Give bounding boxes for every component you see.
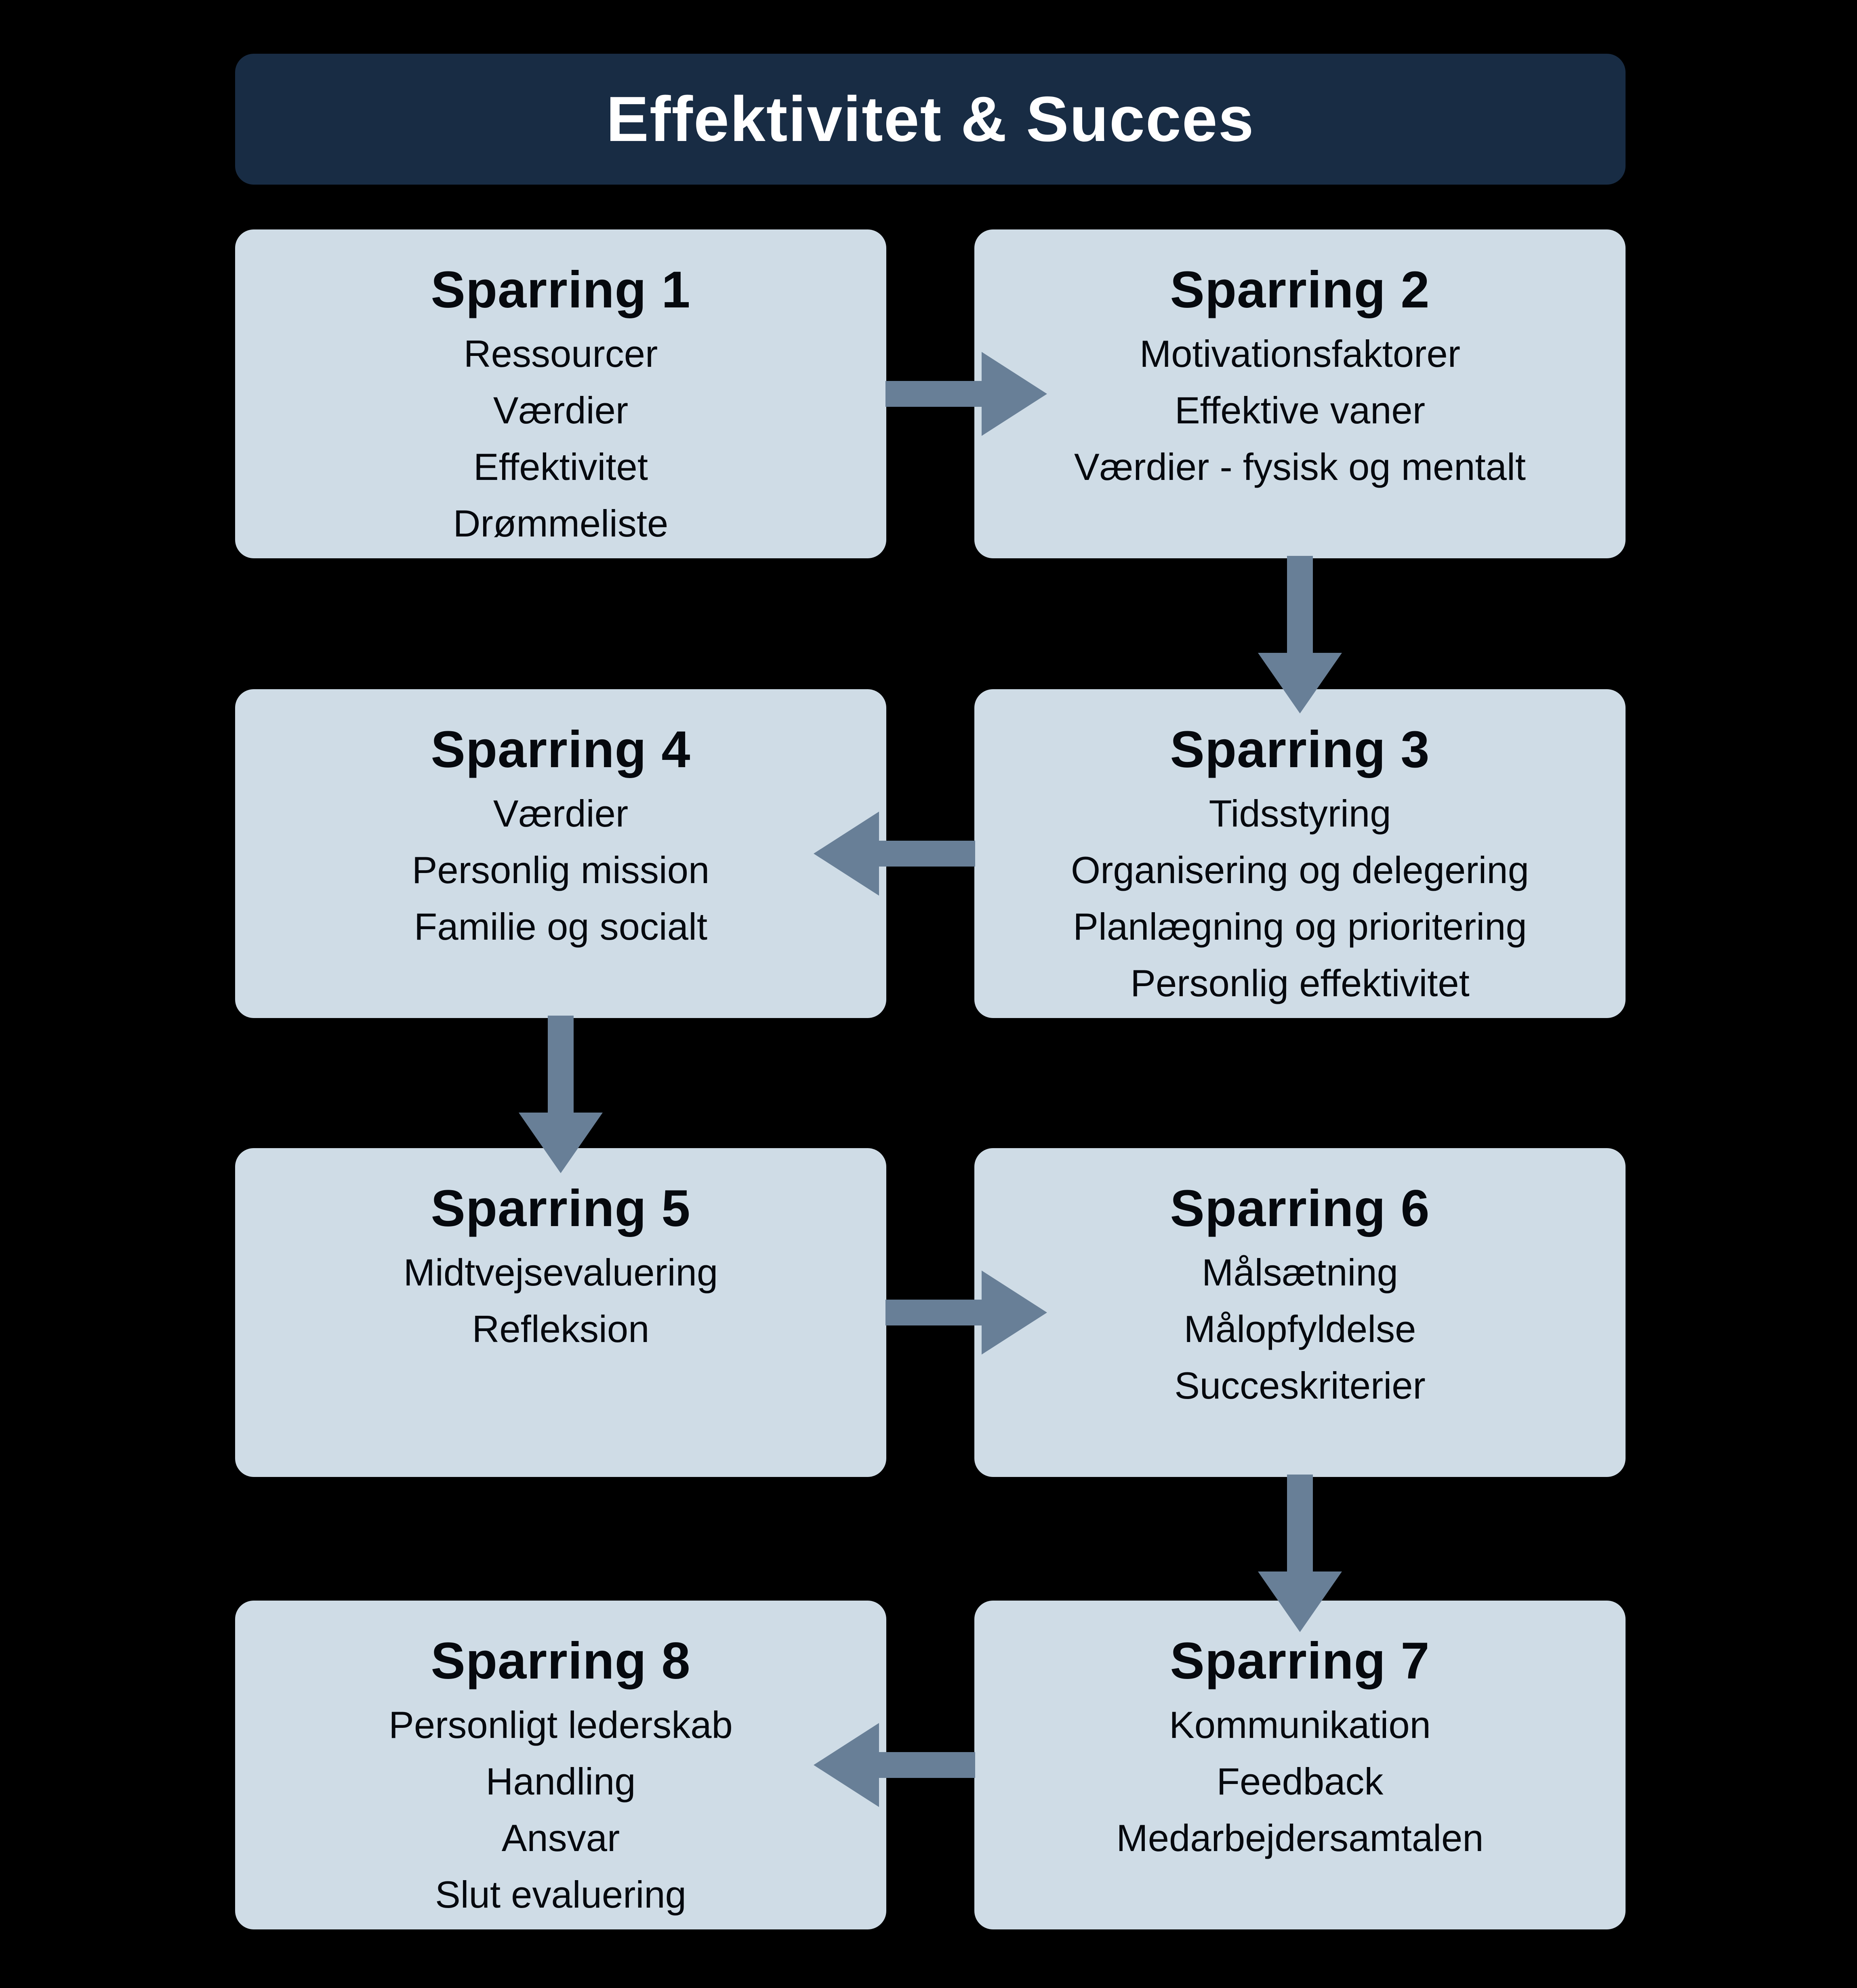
box-item: Drømmeliste [453,502,669,545]
arrow-right-icon [885,1271,1047,1357]
page-title: Effektivitet & Succes [606,83,1255,155]
arrow-right-icon [885,352,1047,438]
box-item: Tidsstyring [1209,792,1391,835]
box-item: Planlægning og prioritering [1073,905,1527,948]
box-item: Organisering og delegering [1071,849,1529,891]
arrow-down-icon [519,1016,603,1175]
box-item: Succeskriterier [1174,1364,1426,1407]
box-item: Målsætning [1202,1251,1398,1294]
box-item: Værdier - fysisk og mentalt [1074,446,1526,488]
box-item: Værdier [493,389,629,431]
box-title: Sparring 5 [431,1180,691,1237]
arrow-left-icon [814,1723,975,1809]
box-item: Familie og socialt [414,905,708,948]
box-item: Effektivitet [473,446,648,488]
box-item: Værdier [493,792,629,835]
title-banner: Effektivitet & Succes [235,54,1626,185]
arrow-down-icon [1258,1475,1342,1634]
box-title: Sparring 6 [1170,1180,1430,1237]
box-item: Ressourcer [463,332,658,375]
box-item: Effektive vaner [1174,389,1426,431]
box-title: Sparring 3 [1170,721,1430,778]
box-title: Sparring 7 [1170,1632,1430,1690]
box-item: Slut evaluering [435,1873,686,1916]
box-item: Motivationsfaktorer [1139,332,1461,375]
box-item: Personlig mission [412,849,710,891]
box-item: Medarbejdersamtalen [1116,1817,1484,1859]
box-item: Personlig effektivitet [1130,962,1470,1004]
box-item: Ansvar [501,1817,620,1859]
box-item: Målopfyldelse [1184,1308,1416,1350]
box-item: Personligt lederskab [389,1704,733,1746]
box-title: Sparring 8 [431,1632,691,1690]
box-title: Sparring 4 [431,721,691,778]
box-item: Midtvejsevaluering [403,1251,718,1294]
box-item: Handling [486,1760,636,1803]
box-item: Feedback [1216,1760,1384,1803]
arrow-left-icon [814,812,975,898]
box-item: Refleksion [472,1308,650,1350]
arrow-down-icon [1258,556,1342,715]
box-item: Kommunikation [1169,1704,1431,1746]
box-title: Sparring 1 [431,261,691,319]
box-title: Sparring 2 [1170,261,1430,319]
